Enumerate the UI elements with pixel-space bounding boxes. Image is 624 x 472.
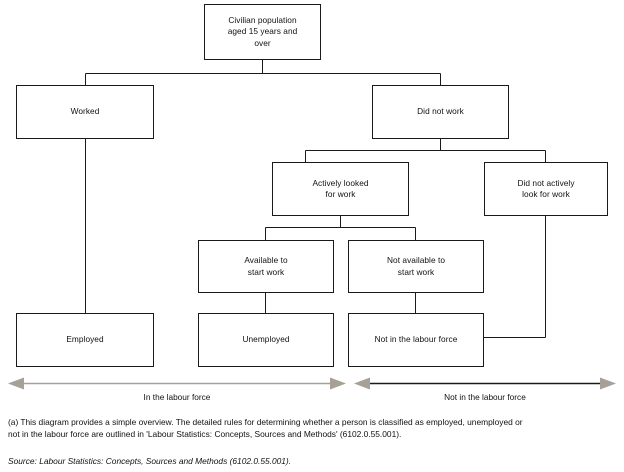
span-label-in-labour-force: In the labour force [143,392,211,402]
node-worked[interactable]: Worked [16,85,154,139]
node-not-in-the-labour-force[interactable]: Not in the labour force [348,313,484,367]
footnote-line-1: (a) This diagram provides a simple overv… [8,417,523,427]
span-label-not-in-labour-force: Not in the labour force [444,392,526,402]
node-not-available-to-start-work[interactable]: Not available to start work [348,240,484,293]
node-actively-looked-for-work[interactable]: Actively looked for work [272,162,409,216]
span-arrow-in-labour-force [8,377,346,390]
node-employed[interactable]: Employed [16,313,154,367]
node-available-to-start-work[interactable]: Available to start work [198,240,334,293]
node-civilian-population[interactable]: Civilian population aged 15 years and ov… [204,4,321,60]
footnote-line-2: not in the labour force are outlined in … [8,429,402,439]
span-arrow-not-in-labour-force [354,377,616,390]
node-did-not-work[interactable]: Did not work [372,85,509,139]
node-unemployed[interactable]: Unemployed [198,313,334,367]
node-did-not-actively-look-for-work[interactable]: Did not actively look for work [484,162,608,216]
source-note: Source: Labour Statistics: Concepts, Sou… [8,456,292,466]
